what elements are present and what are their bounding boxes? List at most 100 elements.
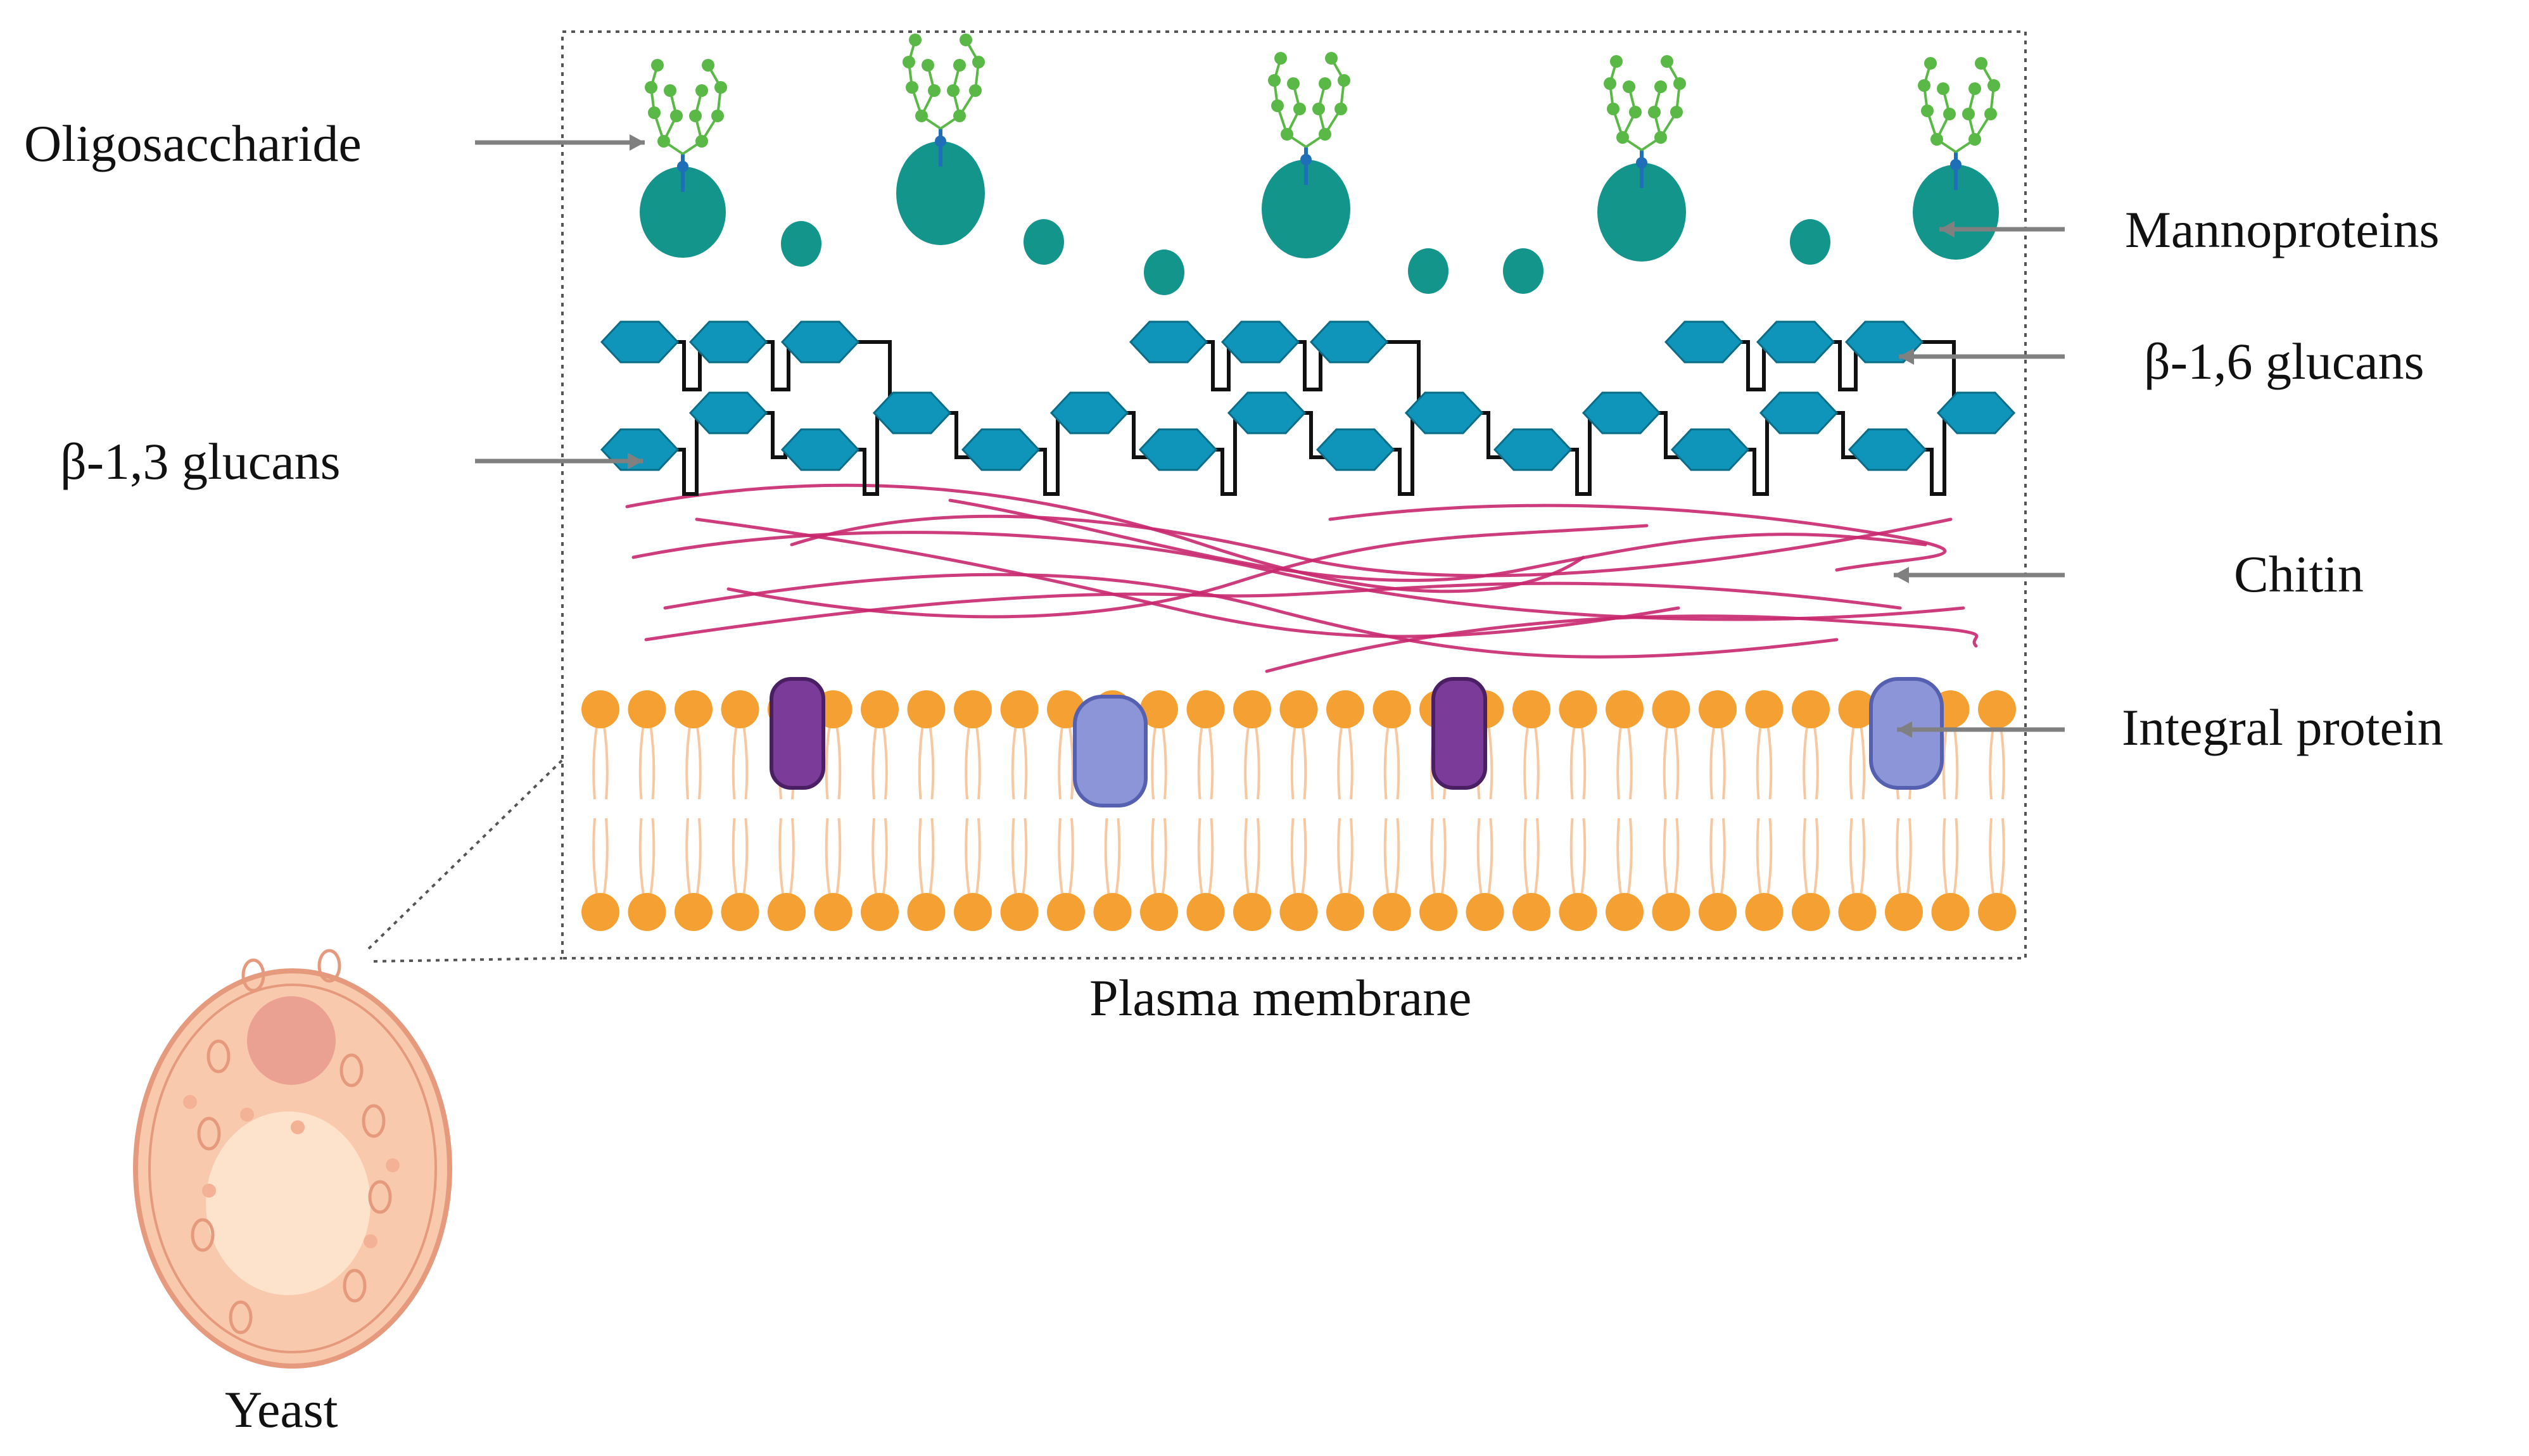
oligosaccharide-root <box>1950 159 1962 170</box>
lipid-tail <box>1766 721 1773 800</box>
lipid-tail <box>732 721 738 800</box>
lipid-tail <box>835 721 842 800</box>
lipid-tail <box>1161 818 1167 899</box>
glucan-linkage <box>1292 340 1322 391</box>
lipid-tail <box>918 721 925 800</box>
lipid-tail <box>1197 818 1204 899</box>
lipid-tail <box>1383 721 1390 800</box>
lipid-tail <box>1244 721 1250 800</box>
label-chitin: Chitin <box>2234 545 2364 603</box>
oligosaccharide-sugar <box>1654 80 1667 93</box>
oligosaccharide-sugar <box>1654 131 1667 144</box>
lipid-tail <box>1813 818 1819 899</box>
lipid-tail <box>1476 818 1483 899</box>
lipid-head-bottom <box>1047 893 1085 931</box>
oligosaccharide-sugar <box>953 59 966 72</box>
label-arrow-head <box>1894 567 1909 583</box>
lipid-head-bottom <box>1279 893 1318 931</box>
mannoprotein <box>640 167 726 258</box>
label-mannoproteins: Mannoproteins <box>2125 201 2440 258</box>
lipid-head-top <box>1372 690 1411 728</box>
label-integral-protein: Integral protein <box>2122 699 2443 756</box>
oligosaccharide-sugar <box>1673 77 1686 90</box>
oligosaccharide-sugar <box>915 110 928 122</box>
zoom-connector-lines <box>367 759 564 963</box>
lipid-tail <box>1626 721 1633 800</box>
lipid-tail <box>1244 818 1250 899</box>
chitin-fiber <box>948 498 1927 582</box>
yeast-granule <box>202 1184 216 1198</box>
yeast-cell <box>133 949 452 1369</box>
chitin-fiber <box>790 514 1953 578</box>
lipid-head-bottom <box>954 893 992 931</box>
yeast-organelle <box>197 1117 221 1151</box>
label-arrow-head <box>630 134 645 151</box>
beta-13-glucan-unit <box>1670 428 1750 471</box>
lipid-tail <box>1859 721 1866 800</box>
beta-16-glucan-unit <box>688 320 768 364</box>
label-arrow-head <box>628 453 643 469</box>
lipid-tail <box>1580 721 1587 800</box>
yeast-organelle <box>229 1300 253 1334</box>
lipid-head-bottom <box>1606 893 1644 931</box>
lipid-head-bottom <box>628 893 666 931</box>
lipid-tail <box>928 721 935 800</box>
beta-16-glucan-unit <box>1844 320 1924 364</box>
oligosaccharide-sugar <box>1616 131 1629 144</box>
lipid-tail <box>1290 721 1297 800</box>
lipid-head-top <box>907 690 946 728</box>
lipid-tail <box>1849 721 1856 800</box>
lipid-head-top <box>581 690 619 728</box>
lipid-tail <box>1337 721 1343 800</box>
lipid-head-top <box>1745 690 1784 728</box>
lipid-tail <box>1673 721 1680 800</box>
oligosaccharide-sugar <box>1287 77 1300 90</box>
lipid-tail <box>1942 721 1949 800</box>
yeast-granule <box>291 1120 305 1134</box>
lipid-head-bottom <box>1233 893 1271 931</box>
lipid-tail <box>1663 818 1670 899</box>
oligosaccharide-sugar <box>953 110 966 122</box>
oligosaccharide-sugar <box>1610 55 1623 68</box>
lipid-head-top <box>1699 690 1737 728</box>
lipid-tail <box>789 818 795 899</box>
lipid-tail <box>1626 818 1633 899</box>
lipid-head-top <box>1559 690 1597 728</box>
lipid-tail <box>602 721 609 800</box>
lipid-tail <box>1616 721 1623 800</box>
zoom-line-upper <box>367 759 564 950</box>
oligosaccharide-sugar <box>1319 77 1331 90</box>
integral-protein <box>770 677 825 790</box>
lipid-tail <box>742 721 749 800</box>
lipid-head-bottom <box>1140 893 1178 931</box>
lipid-tail <box>1569 721 1576 800</box>
oligosaccharide-sugar <box>1274 52 1287 65</box>
lipid-head-bottom <box>1419 893 1457 931</box>
label-arrow-head <box>1897 721 1912 738</box>
oligosaccharide-root <box>1300 154 1312 165</box>
yeast-nucleus <box>247 996 336 1085</box>
mannoprotein-small <box>1790 219 1830 265</box>
label-yeast: Yeast <box>225 1381 338 1438</box>
lipid-head-bottom <box>1931 893 1970 931</box>
yeast-granule <box>240 1108 254 1122</box>
lipid-tail <box>1803 721 1809 800</box>
lipid-tail <box>1161 721 1167 800</box>
oligosaccharide-sugar <box>1648 106 1661 118</box>
lipid-tail <box>1058 818 1064 899</box>
chitin-fibers <box>625 483 1979 673</box>
lipid-head-bottom <box>861 893 899 931</box>
lipid-tail <box>975 721 981 800</box>
lipid-tail <box>1720 721 1726 800</box>
lipid-tail <box>1337 818 1343 899</box>
lipid-tail <box>882 721 888 800</box>
lipid-tail <box>1673 818 1680 899</box>
lipid-head-top <box>628 690 666 728</box>
oligosaccharide-sugar <box>695 135 708 148</box>
lipid-head-top <box>1838 690 1877 728</box>
integral-protein <box>1073 695 1148 807</box>
chitin-fiber <box>663 573 1839 659</box>
lipid-tail <box>1347 818 1353 899</box>
lipid-tail <box>638 818 645 899</box>
